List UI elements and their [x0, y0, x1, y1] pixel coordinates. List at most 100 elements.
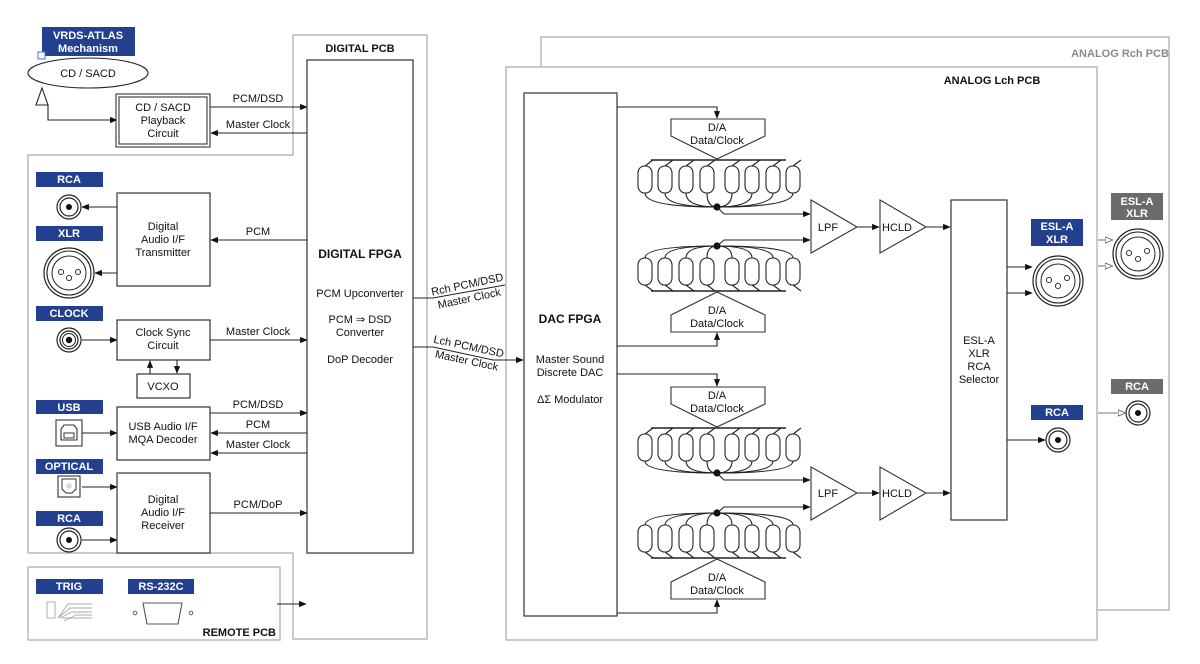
digital-pcb-title: DIGITAL PCB — [325, 43, 394, 55]
usb-block-line1: USB Audio I/F — [128, 421, 197, 433]
ladder-element — [657, 433, 673, 462]
selector-line2: XLR — [968, 348, 989, 360]
playback-circuit-block — [115, 93, 211, 148]
ladder-element — [765, 257, 781, 286]
selector-line1: ESL-A — [963, 335, 995, 347]
ladder-element — [699, 524, 715, 553]
lch-xlr-label-line1: ESL-A — [1041, 221, 1074, 233]
lch-rca-label-text: RCA — [1045, 407, 1069, 419]
ladder-element — [744, 257, 760, 286]
rch-rca-jack-icon — [1125, 400, 1151, 426]
selection-handle — [37, 51, 46, 60]
lpf-upper: LPF — [810, 199, 859, 254]
transmitter-block — [116, 192, 211, 287]
ladder-element — [637, 165, 653, 194]
da-label-line2: Data/Clock — [690, 403, 744, 415]
ladder-element — [744, 165, 760, 194]
rs232c-port-icon — [132, 602, 194, 625]
digital-fpga-block — [306, 59, 414, 554]
disc-label: CD / SACD — [60, 68, 116, 80]
clock-in-label — [36, 306, 103, 321]
vcxo-block — [136, 373, 191, 399]
playback-line3: Circuit — [147, 128, 178, 140]
mechanism-label-line2: Mechanism — [58, 43, 118, 55]
lpf-lower: LPF — [810, 466, 859, 521]
transmitter-line1: Digital — [148, 221, 179, 233]
rca-in-label-text: RCA — [57, 513, 81, 525]
ladder-element — [785, 257, 801, 286]
rch-rca-label-text: RCA — [1125, 381, 1149, 393]
hcld-lower-label: HCLD — [882, 488, 912, 500]
ladder-element — [724, 433, 740, 462]
rca-in-label — [36, 511, 103, 526]
dac-fpga-block — [523, 92, 618, 617]
transmitter-line3: Transmitter — [135, 247, 191, 259]
ladder-element — [637, 433, 653, 462]
ladder-element — [724, 165, 740, 194]
usb-in-label — [36, 400, 103, 414]
clock-sync-block — [116, 319, 211, 361]
digital-fpga-line2: PCM ⇒ DSD — [329, 314, 392, 326]
da-label-line1: D/A — [708, 122, 727, 134]
rch-xlr-jack-icon — [1112, 228, 1164, 280]
ladder-element — [657, 257, 673, 286]
signal-master-clock-usb: Master Clock — [226, 439, 291, 451]
xlr-out-label-text: XLR — [58, 228, 80, 240]
discrete-dac-ladders: D/AData/ClockD/AData/ClockD/AData/ClockD… — [617, 106, 811, 614]
digital-fpga-line1: PCM Upconverter — [316, 288, 404, 300]
trig-label-text: TRIG — [56, 581, 82, 593]
disc-ellipse — [27, 57, 149, 89]
digital-pcb-outline — [27, 34, 428, 640]
rca-in-jack-icon — [56, 527, 82, 553]
optical-port-icon — [57, 475, 81, 498]
trig-jack-icon — [46, 601, 92, 622]
trig-label — [36, 579, 103, 594]
xlr-out-label — [36, 226, 103, 241]
clock-in-label-text: CLOCK — [49, 308, 88, 320]
signal-master-clock-playback: Master Clock — [226, 119, 291, 131]
ladder-element — [744, 433, 760, 462]
da-label-line1: D/A — [708, 305, 727, 317]
signal-pcm-dop: PCM/DoP — [234, 499, 283, 511]
da-converter-block — [670, 558, 766, 600]
clock-in-jack-icon — [56, 327, 82, 353]
ladder-element — [678, 257, 694, 286]
optical-in-label — [36, 459, 103, 474]
ladder-element — [657, 524, 673, 553]
mechanism-feedback-arrow — [35, 86, 49, 106]
digital-fpga-title: DIGITAL FPGA — [318, 247, 402, 261]
dac-fpga-line1: Master Sound — [536, 354, 604, 366]
ladder-element — [678, 165, 694, 194]
ladder-element — [637, 257, 653, 286]
transmitter-line2: Audio I/F — [141, 234, 185, 246]
mechanism-label — [42, 27, 135, 56]
hcld-upper-label: HCLD — [882, 222, 912, 234]
xlr-out-jack-icon — [43, 247, 95, 299]
rca-out-label — [36, 172, 103, 187]
receiver-line1: Digital — [148, 494, 179, 506]
hcld-lower: HCLD — [879, 466, 928, 521]
rch-xlr-label-line1: ESL-A — [1121, 196, 1154, 208]
receiver-line3: Receiver — [141, 520, 185, 532]
rch-rca-label — [1111, 379, 1163, 394]
receiver-block — [116, 472, 211, 554]
rch-xlr-label-line2: XLR — [1126, 208, 1148, 220]
da-label-line2: Data/Clock — [690, 318, 744, 330]
da-converter-block — [670, 118, 766, 160]
digital-fpga-line3: Converter — [336, 327, 385, 339]
da-converter-block — [670, 386, 766, 428]
da-label-line2: Data/Clock — [690, 585, 744, 597]
dac-fpga-line3: ΔΣ Modulator — [537, 394, 603, 406]
receiver-line2: Audio I/F — [141, 507, 185, 519]
ladder-element — [765, 524, 781, 553]
ladder-element — [785, 165, 801, 194]
rch-xlr-label — [1111, 193, 1163, 220]
ladder-element — [785, 433, 801, 462]
usb-audio-block — [116, 406, 211, 461]
lch-xlr-label — [1031, 219, 1083, 246]
